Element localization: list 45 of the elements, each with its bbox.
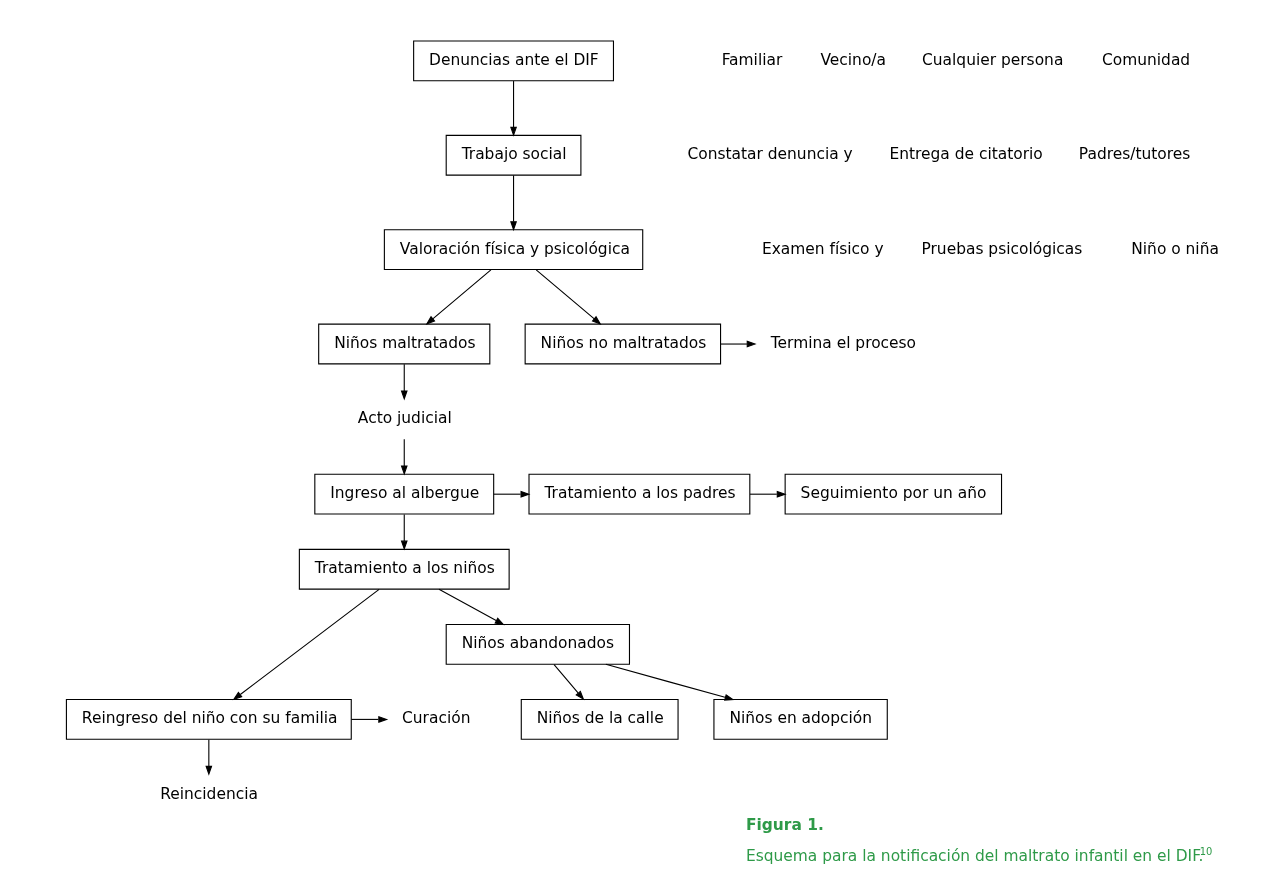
arrow [748, 490, 787, 498]
arrow [400, 363, 408, 401]
node-text: Acto judicial [357, 409, 452, 428]
arrow [425, 269, 491, 325]
arrow [553, 664, 584, 701]
node-text: Curación [401, 709, 470, 728]
arrow [492, 490, 530, 498]
label: Entrega de citatorio [888, 145, 1043, 164]
arrow [719, 340, 757, 348]
node-box: Niños no maltratados [524, 323, 721, 365]
arrow [400, 438, 408, 476]
arrow [232, 588, 380, 701]
label: Comunidad [1101, 50, 1190, 69]
label: Vecino/a [819, 50, 886, 69]
arrow [350, 715, 388, 723]
label: Familiar [721, 50, 782, 69]
label: Padres/tutores [1078, 145, 1190, 164]
label: Niño o niña [1130, 239, 1219, 258]
node-box: Seguimiento por un año [784, 473, 1002, 515]
node-text: Termina el proceso [770, 334, 916, 353]
node-box: Reingreso del niño con su familia [65, 699, 352, 740]
caption: Esquema para la notificación del maltrato infantil en el DIF.$^{10}$ [745, 846, 1212, 865]
node-box: Niños de la calle [520, 699, 679, 740]
node-box: Niños en adopción [712, 699, 888, 740]
arrow [400, 513, 408, 551]
label: Constatar denuncia y [686, 145, 853, 164]
node-box: Tratamiento a los niños [298, 548, 510, 590]
node-box: Ingreso al albergue [313, 473, 494, 515]
arrow [535, 269, 601, 325]
label: Pruebas psicológicas [920, 239, 1082, 258]
node-box: Tratamiento a los padres [527, 473, 750, 515]
arrow [509, 174, 517, 232]
arrow [509, 80, 517, 137]
node-box: Niños maltratados [317, 323, 490, 365]
node-text: Reincidencia [159, 784, 258, 803]
node-box: Denuncias ante el DIF [412, 40, 614, 82]
arrow [204, 739, 212, 776]
label: Cualquier persona [921, 50, 1063, 69]
arrow [437, 588, 505, 626]
diagram-title: Figura 1. [745, 816, 824, 835]
arrow [604, 663, 734, 701]
label: Examen físico y [761, 239, 884, 258]
node-box: Trabajo social [445, 134, 581, 176]
node-box: Valoración física y psicológica [383, 229, 643, 271]
node-box: Niños abandonados [445, 623, 630, 665]
